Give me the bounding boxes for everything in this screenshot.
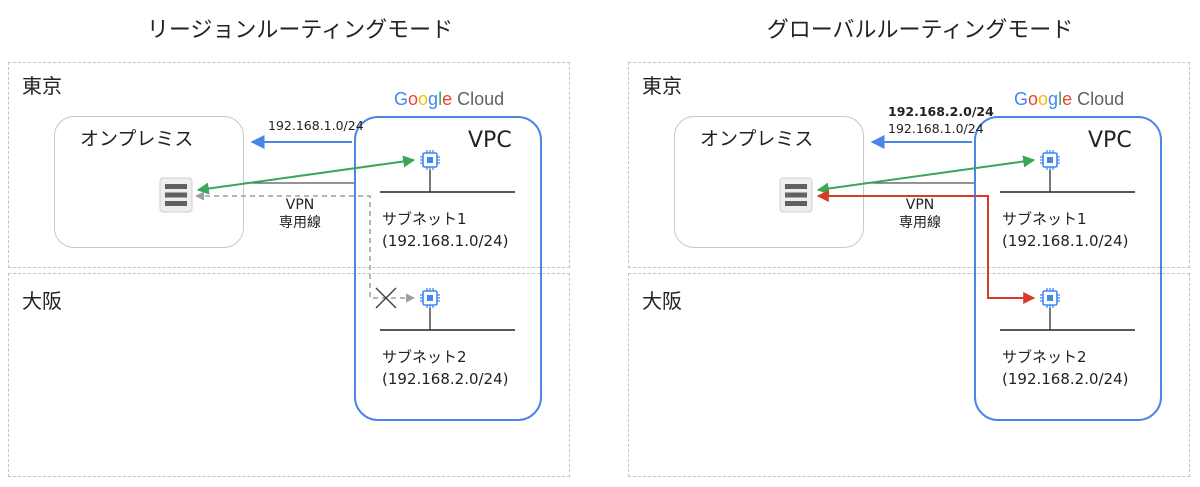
vm-chip-icon — [1040, 150, 1060, 170]
onprem-label: オンプレミス — [80, 128, 194, 150]
region-osaka-label: 大阪 — [22, 289, 62, 313]
region-tokyo-label: 東京 — [22, 74, 62, 98]
vpc-label: VPC — [468, 128, 512, 153]
regional-diagram-lines — [159, 135, 515, 331]
global-diagram-lines — [779, 135, 1135, 331]
vm-chip-icon — [420, 288, 440, 308]
vpc-label: VPC — [1088, 128, 1132, 153]
vm-chip-icon — [1040, 288, 1060, 308]
blocked-x-icon — [375, 287, 397, 309]
subnet2-label: サブネット2 (192.168.2.0/24) — [382, 348, 509, 388]
global-routing-panel: グローバルルーティングモード 東京 大阪 オンプレミス VPC Google C… — [620, 0, 1200, 487]
unreachable-path — [195, 191, 415, 303]
advertised-route-label: 192.168.1.0/24 — [268, 118, 364, 133]
google-cloud-logo: Google Cloud — [1014, 89, 1125, 109]
regional-routing-panel: リージョンルーティングモード 東京 大阪 オンプレミス VPC Google C… — [8, 18, 570, 477]
server-icon — [779, 177, 813, 213]
onprem-label: オンプレミス — [700, 128, 814, 150]
subnet2-label: サブネット2 (192.168.2.0/24) — [1002, 348, 1129, 388]
server-icon — [159, 177, 193, 213]
google-cloud-logo: Google Cloud — [394, 89, 505, 109]
advertised-route-label-subnet1: 192.168.1.0/24 — [888, 121, 984, 136]
region-osaka-label: 大阪 — [642, 289, 682, 313]
global-route-path — [816, 190, 1036, 304]
reachable-path-arrow — [816, 155, 1036, 195]
advertised-route-label-subnet2: 192.168.2.0/24 — [888, 104, 994, 119]
vm-chip-icon — [420, 150, 440, 170]
panel-title: グローバルルーティングモード — [766, 18, 1074, 43]
region-tokyo-label: 東京 — [642, 74, 682, 98]
panel-title: リージョンルーティングモード — [146, 18, 454, 43]
reachable-path-arrow — [196, 155, 416, 195]
